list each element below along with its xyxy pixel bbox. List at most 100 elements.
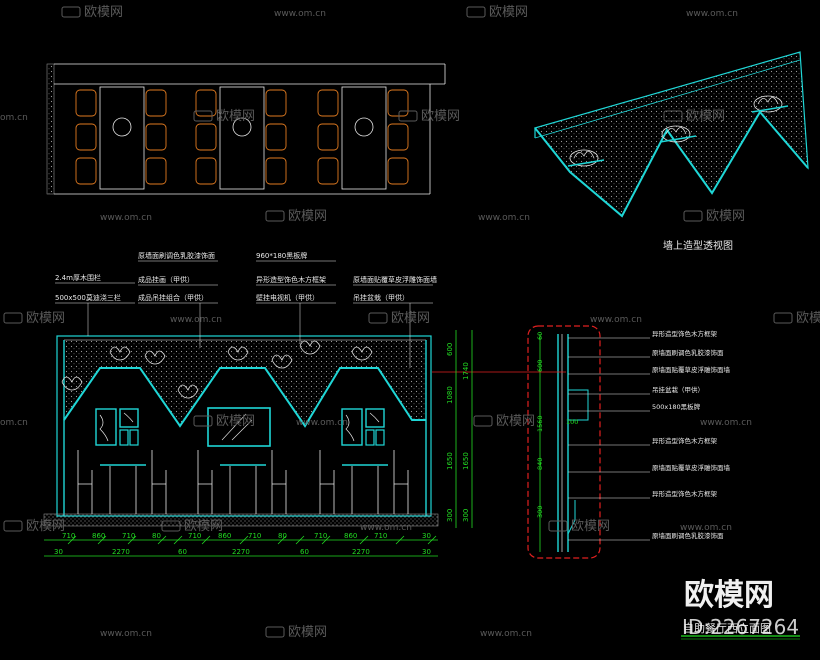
plan-chair	[75, 157, 97, 185]
elevation-callout: 吊挂盆栽（甲供）	[353, 293, 409, 302]
plan-chair	[265, 157, 287, 185]
decorative-plant	[271, 354, 293, 369]
elevation-callout: 500x500莫迪浇三栏	[55, 293, 121, 302]
dimension-text: 80	[278, 532, 287, 540]
dimension-text: 710	[62, 532, 75, 540]
watermark-url: www.om.cn	[700, 418, 752, 428]
dimension-total-text: 2270	[352, 548, 370, 556]
watermark-brand: 欧模网	[706, 209, 745, 224]
hanging-plant	[569, 149, 599, 167]
plant-shelf	[567, 159, 605, 167]
section-callout: 原墙面贴覆草皮浮雕饰面墙	[652, 365, 731, 374]
plan-table-centre	[354, 117, 374, 137]
hanging-plant	[753, 95, 783, 113]
watermark-url: www.om.cn	[170, 315, 222, 325]
watermark-brand: 欧模网	[489, 5, 528, 20]
watermark-brand: 欧模网	[686, 109, 725, 124]
plan-chair	[195, 157, 217, 185]
watermark-brand: 欧模网	[496, 414, 535, 429]
perspective-title: 墙上造型透视图	[663, 239, 733, 252]
elevation-callout: 原墙面贴覆草皮浮雕饰面墙	[353, 275, 437, 284]
watermark-logo-icon	[466, 6, 486, 18]
vertical-dimension-text: 1080	[446, 386, 454, 404]
elevation-callout: 2.4m厚木围栏	[55, 273, 101, 282]
section-callout: 吊挂盆栽（甲供）	[652, 385, 704, 394]
plant-leaves	[573, 151, 595, 159]
watermark-logo-icon	[398, 110, 418, 122]
watermark-brand: 欧模网	[26, 519, 65, 534]
watermark-url: www.om.cn	[274, 9, 326, 19]
brand-logo: 欧模网	[684, 578, 774, 613]
plan-chair	[387, 123, 409, 151]
section-callout: 原墙面贴覆草皮浮雕饰面墙	[652, 463, 731, 472]
dimension-total-text: 30	[422, 548, 431, 556]
section-dimension: 100	[566, 418, 578, 426]
watermark-url: www.om.cn	[478, 213, 530, 223]
watermark-brand: 欧模网	[421, 109, 460, 124]
plan-view	[46, 63, 446, 195]
id-watermark: ID:2267264	[682, 615, 799, 639]
dimension-text: 710	[188, 532, 201, 540]
plan-chair	[145, 89, 167, 117]
plant-shelf	[751, 105, 789, 113]
plan-chair	[317, 123, 339, 151]
vertical-dimension-text: 600	[446, 343, 454, 356]
dimension-text: 710	[374, 532, 387, 540]
plan-table	[219, 86, 265, 190]
decorative-plant	[144, 350, 166, 365]
watermark-logo-icon	[61, 6, 81, 18]
decorative-plant	[61, 376, 83, 391]
section-callout: 异形造型饰色木方框架	[652, 436, 718, 445]
plan-chair	[145, 157, 167, 185]
chair	[319, 450, 335, 514]
watermark-brand: 欧模网	[796, 311, 820, 326]
watermark-url: www.om.cn	[680, 523, 732, 533]
vertical-dimension-text: 300	[462, 509, 470, 522]
plan-table-centre	[112, 117, 132, 137]
section-callout: 原墙面刷调色乳胶漆饰面	[652, 348, 724, 357]
vertical-dimension-text: 300	[446, 509, 454, 522]
watermark-logo-icon	[773, 312, 793, 324]
plant-leaves	[757, 97, 779, 105]
plan-chair	[195, 123, 217, 151]
vertical-dimension-text: 1650	[462, 452, 470, 470]
plan-chair	[317, 157, 339, 185]
dimension-total-text: 60	[300, 548, 309, 556]
decorative-plant	[299, 340, 321, 355]
elevation-callout: 原墙面刷调色乳胶漆饰面	[138, 251, 215, 260]
perspective-view	[533, 51, 809, 218]
elevation-callout: 成品吊挂组合（甲供）	[138, 293, 208, 302]
watermark-layer: 欧模网欧模网欧模网欧模网欧模网欧模网欧模网欧模网欧模网欧模网欧模网欧模网欧模网欧…	[0, 5, 820, 640]
watermark-url: www.om.cn	[100, 629, 152, 639]
section-dimension: 840	[536, 458, 544, 470]
watermark-url: www.om.cn	[590, 315, 642, 325]
watermark-url: www.om.cn	[360, 523, 412, 533]
watermark-url: www.om.cn	[480, 629, 532, 639]
plan-chair	[387, 157, 409, 185]
dimension-text: 860	[344, 532, 357, 540]
section-callout: 500x180黑板牌	[652, 402, 701, 411]
watermark-brand: 欧模网	[391, 311, 430, 326]
elevation-view: 2.4m厚木围栏500x500莫迪浇三栏原墙面刷调色乳胶漆饰面成品挂画（甲供）成…	[43, 251, 439, 527]
decorative-plant	[109, 346, 131, 361]
section-callout: 异形造型饰色木方框架	[652, 489, 718, 498]
watermark-url: www.om.cn	[100, 213, 152, 223]
watermark-logo-icon	[3, 312, 23, 324]
watermark-url: om.cn	[0, 113, 28, 123]
hanging-plant	[661, 125, 691, 143]
watermark-logo-icon	[265, 210, 285, 222]
plan-chair	[195, 89, 217, 117]
watermark-logo-icon	[265, 626, 285, 638]
watermark-logo-icon	[161, 520, 181, 532]
watermark-logo-icon	[663, 110, 683, 122]
chair	[151, 450, 167, 514]
watermark-brand: 欧模网	[26, 311, 65, 326]
chair	[77, 450, 93, 514]
dimension-text: 710	[248, 532, 261, 540]
section-dimension: 600	[536, 360, 544, 372]
watermark-brand: 欧模网	[84, 5, 123, 20]
watermark-brand: 欧模网	[288, 625, 327, 640]
